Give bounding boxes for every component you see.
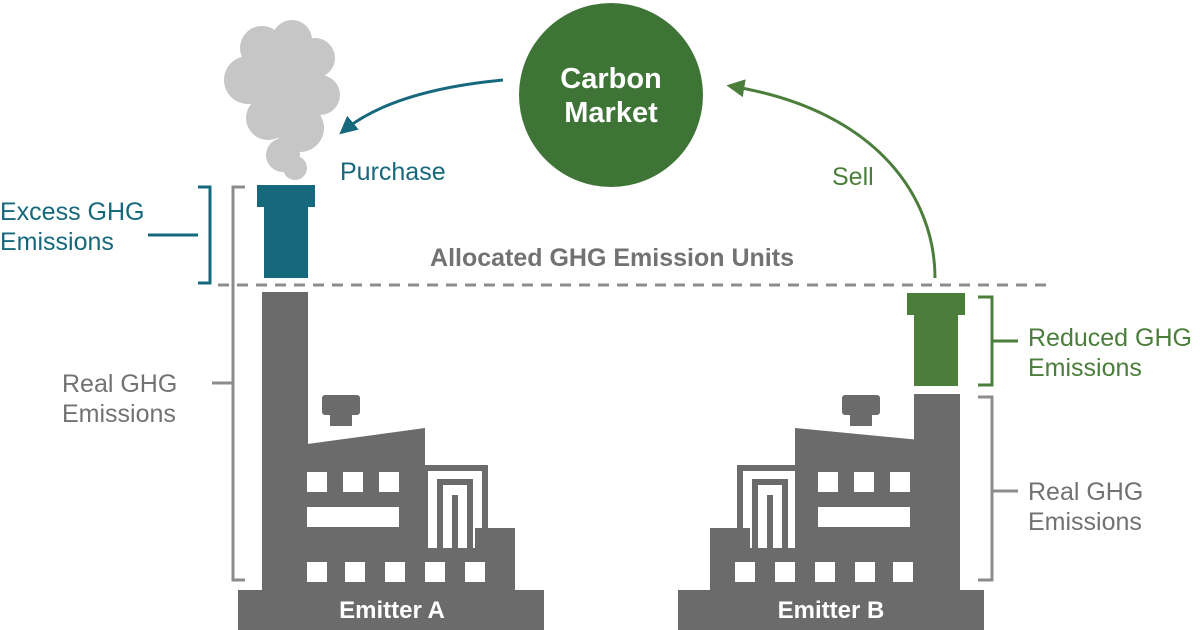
real-label-b-line2: Emissions bbox=[1028, 508, 1142, 536]
purchase-arrow bbox=[339, 78, 504, 135]
market-label-line2: Market bbox=[564, 97, 658, 129]
purchase-label: Purchase bbox=[340, 158, 446, 186]
excess-label-line1: Excess GHG bbox=[0, 198, 144, 226]
real-label-a-line2: Emissions bbox=[62, 400, 176, 428]
reduced-label-line1: Reduced GHG bbox=[1028, 324, 1192, 352]
real-label-a-line1: Real GHG bbox=[62, 370, 177, 398]
real-bracket-b bbox=[978, 395, 994, 582]
emitter-a-label: Emitter A bbox=[339, 597, 445, 624]
smoke-cloud-icon bbox=[224, 20, 340, 180]
sell-label: Sell bbox=[832, 163, 874, 191]
carbon-market: Carbon Market bbox=[519, 3, 703, 187]
market-label-line1: Carbon bbox=[560, 63, 662, 95]
factory-a-windows bbox=[307, 472, 485, 582]
factory-b-pipes bbox=[737, 465, 803, 548]
factory-icon bbox=[678, 394, 984, 630]
reduced-emissions-chimney bbox=[907, 293, 965, 386]
excess-bracket bbox=[198, 185, 212, 285]
excess-label-line2: Emissions bbox=[0, 228, 114, 256]
excess-emissions-chimney bbox=[257, 185, 315, 278]
emitter-b-label: Emitter B bbox=[778, 597, 885, 624]
factory-a-pipes bbox=[422, 465, 488, 548]
sell-arrow bbox=[726, 79, 937, 279]
real-label-b-line1: Real GHG bbox=[1028, 478, 1143, 506]
allocation-label: Allocated GHG Emission Units bbox=[430, 244, 794, 272]
real-bracket-a bbox=[231, 185, 245, 582]
reduced-label-line2: Emissions bbox=[1028, 354, 1142, 382]
factory-b-windows bbox=[735, 472, 913, 582]
reduced-bracket bbox=[978, 295, 994, 387]
